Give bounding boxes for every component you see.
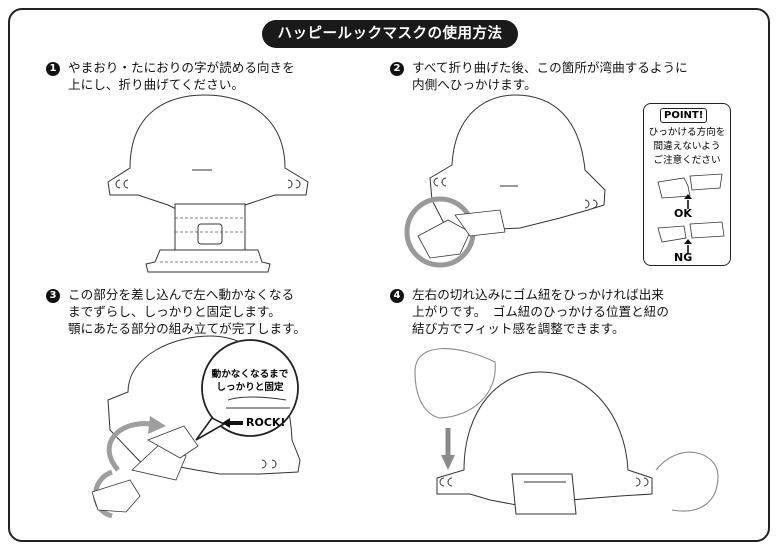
point-text: ひっかける方向を 間違えないよう ご注意ください [646, 126, 728, 168]
step-3-line-2: までずらし、しっかりと固定します。 [68, 304, 281, 319]
step-1-line-2: 上にし、折り曲げてください。 [68, 77, 244, 92]
step-2-text: すべて折り曲げた後、この箇所が湾曲するように 内側へひっかけます。 [412, 59, 688, 93]
point-ok: OK [674, 207, 692, 220]
bubble-text: 動かなくなるまで しっかりと固定 [210, 368, 290, 394]
page-title: ハッピールックマスクの使用方法 [262, 20, 518, 48]
point-text-line-1: ひっかける方向を [648, 127, 726, 138]
step-3-number: 3 [46, 289, 60, 303]
point-text-line-3: ご注意ください [653, 155, 721, 166]
bubble-line-2: しっかりと固定 [216, 382, 284, 393]
step-1-number: 1 [46, 62, 60, 76]
step-4-number: 4 [390, 289, 404, 303]
step-1-text: やまおり・たにおりの字が読める向きを 上にし、折り曲げてください。 [68, 59, 295, 93]
point-ng: NG [674, 251, 693, 264]
step-4-line-3: 結び方でフィット感を調整できます。 [412, 321, 625, 336]
point-diagrams [657, 173, 725, 254]
page-frame [8, 8, 770, 542]
bubble-line-1: 動かなくなるまで [211, 369, 289, 380]
point-box: POINT! ひっかける方向を 間違えないよう ご注意ください OK NG [643, 103, 731, 266]
step-4-line-1: 左右の切れ込みにゴム紐をひっかければ出来 [412, 287, 664, 302]
step-1-line-1: やまおり・たにおりの字が読める向きを [68, 60, 295, 75]
point-text-line-2: 間違えないよう [653, 141, 721, 152]
step-3-text: この部分を差し込んで左へ動かなくなる までずらし、しっかりと固定します。 顎にあ… [68, 286, 306, 337]
step-3-line-3: 顎にあたる部分の組み立てが完了します。 [68, 321, 307, 336]
step-2-line-1: すべて折り曲げた後、この箇所が湾曲するように [412, 60, 688, 75]
rock-label: ROCK! [246, 416, 286, 429]
point-label: POINT! [660, 108, 708, 123]
step-4-line-2: 上がりです。 ゴム紐のひっかける位置と紐の [412, 304, 669, 319]
step-3-line-1: この部分を差し込んで左へ動かなくなる [68, 287, 295, 302]
step-4-text: 左右の切れ込みにゴム紐をひっかければ出来 上がりです。 ゴム紐のひっかける位置と… [412, 286, 669, 337]
step-2-number: 2 [390, 62, 404, 76]
step-2-line-2: 内側へひっかけます。 [412, 77, 537, 92]
